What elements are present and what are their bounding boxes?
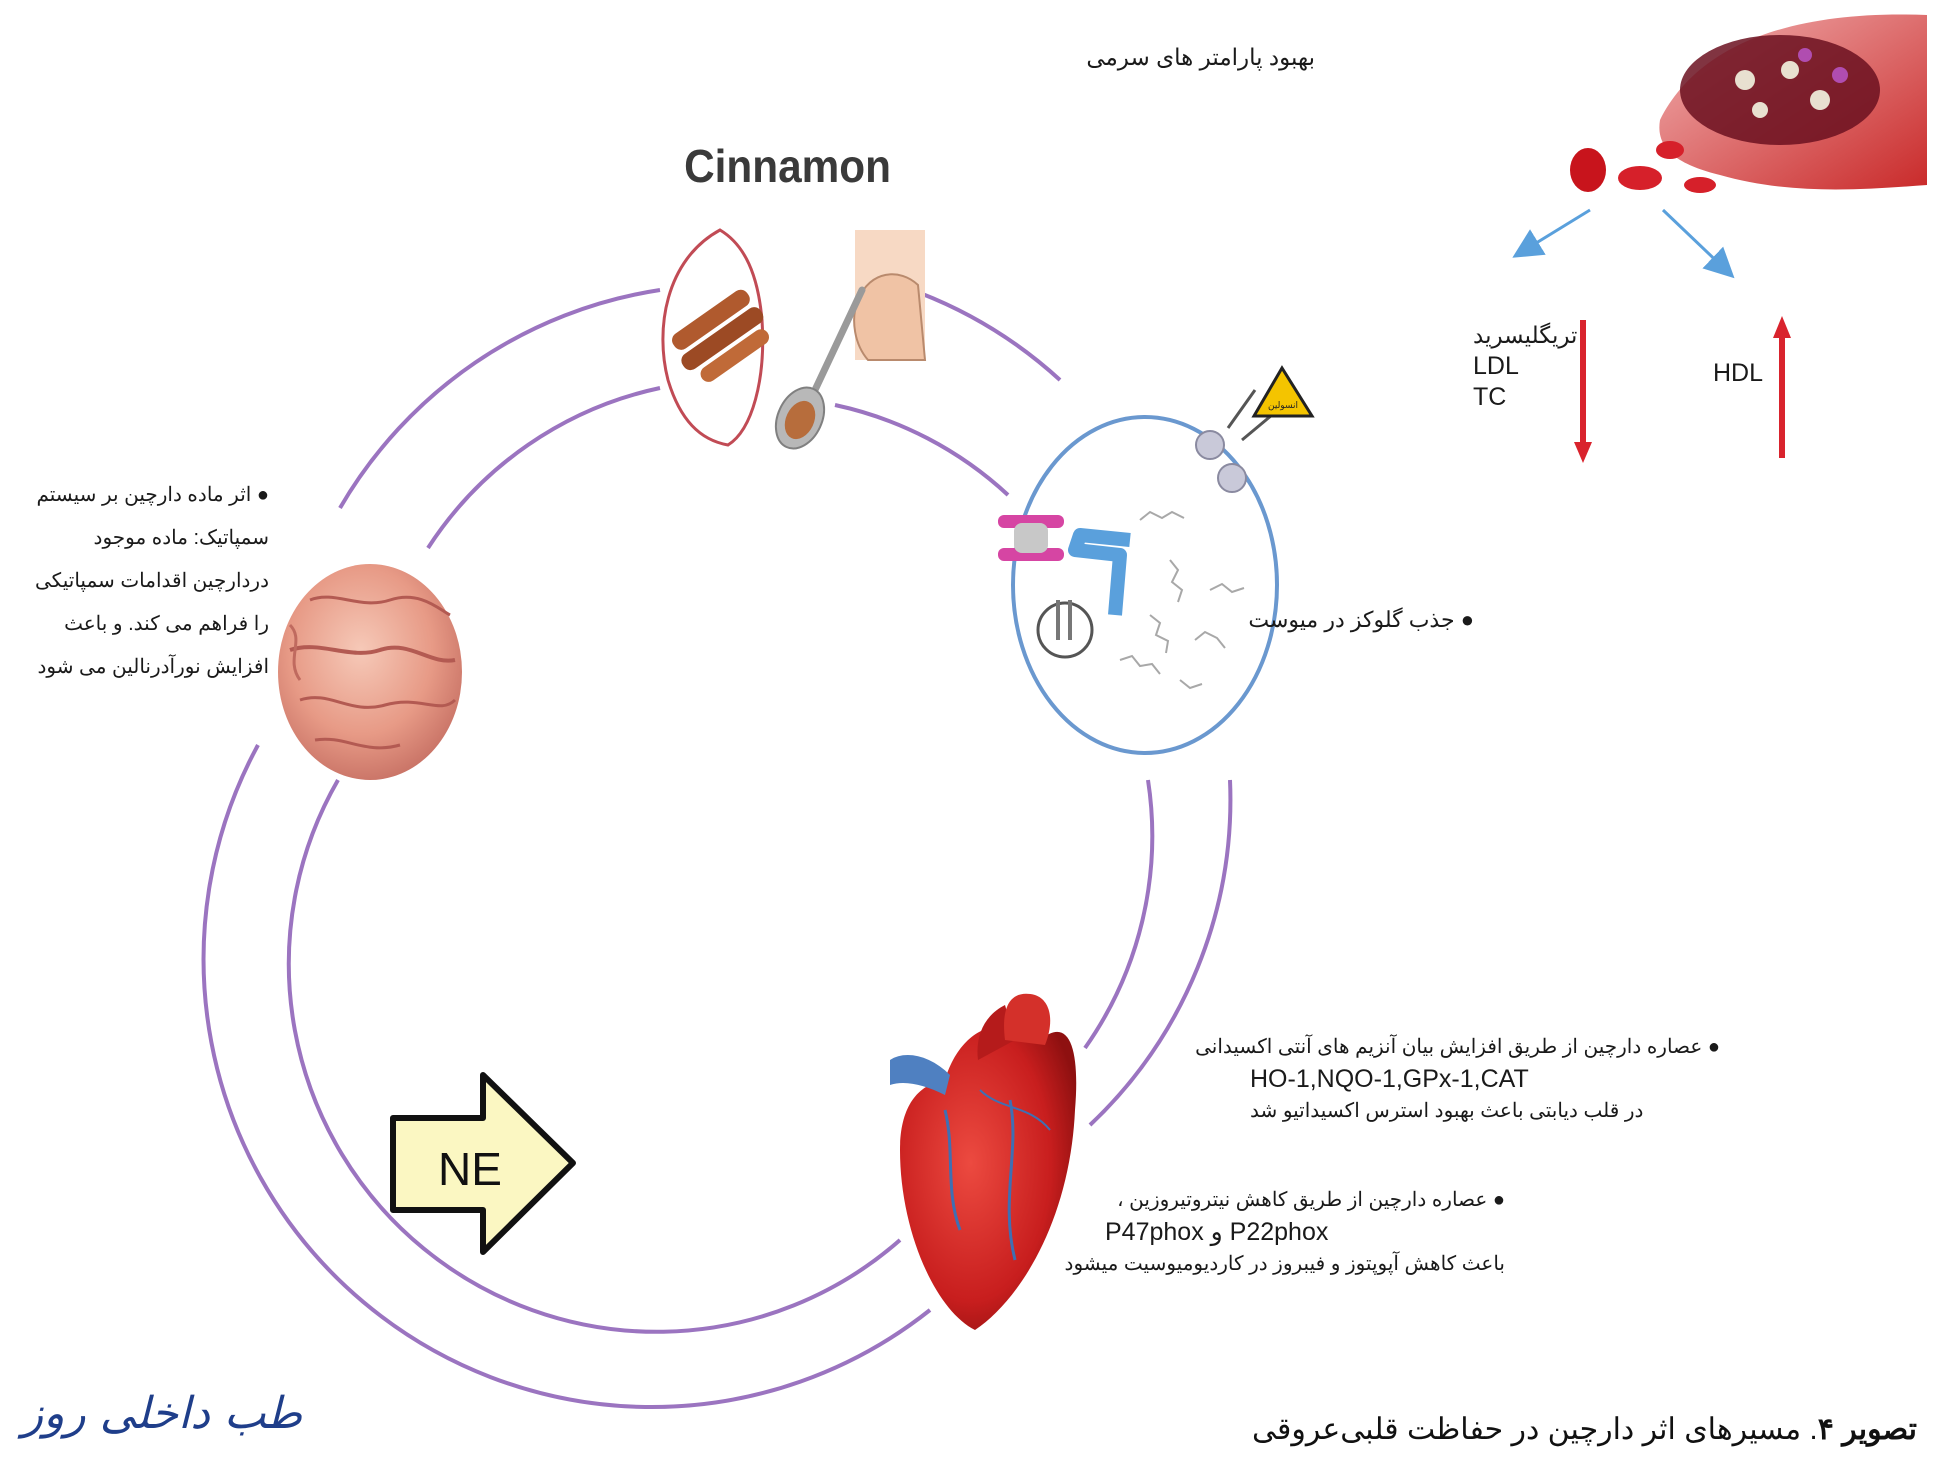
heart-icon: [890, 993, 1077, 1330]
ne-arrow-label: NE: [438, 1143, 502, 1195]
lipid-triglyceride: تریگلیسرید: [1473, 322, 1578, 348]
brand-logo: طب داخلی روز: [22, 1388, 303, 1439]
warning-triangle-icon: انسولین: [1251, 365, 1315, 418]
blood-vessel-icon: [1570, 14, 1927, 193]
lipid-hdl: HDL: [1713, 359, 1764, 387]
antioxidant-line-1: عصاره دارچین از طریق افزایش بیان آنزیم ه…: [1195, 1036, 1703, 1058]
sympathetic-line-3: دردارچین اقدامات سمپاتیکی: [35, 570, 269, 592]
cinnamon-sticks-icon: [661, 228, 769, 447]
glucose-uptake-text: جذب گلوکز در میوست: [1248, 607, 1455, 632]
antioxidant-line-3: در قلب دیابتی باعث بهبود استرس اکسیداتیو…: [1250, 1100, 1644, 1122]
sympathetic-line-2: سمپاتیک: ماده موجود: [93, 527, 269, 549]
bullet-icon: ●: [256, 484, 269, 506]
serum-split-arrows: [1512, 208, 1735, 279]
lipids-down-list: تریگلیسرید LDL TC: [1473, 320, 1577, 413]
glucose-uptake-note: ● جذب گلوکز در میوست: [1248, 598, 1474, 641]
lipid-tc: TC: [1473, 383, 1507, 411]
myocyte-cell-icon: [998, 389, 1279, 755]
cinnamon-title: Cinnamon: [684, 141, 891, 192]
insulin-tag: انسولین: [1268, 401, 1298, 411]
nitrotyrosine-note: ● عصاره دارچین از طریق کاهش نیتروتیروزین…: [1064, 1183, 1505, 1281]
sympathetic-line-1: اثر ماده دارچین بر سیستم: [36, 484, 252, 506]
nitro-enzymes: P22phox و P47phox: [1105, 1218, 1329, 1246]
bullet-icon: ●: [1707, 1036, 1720, 1058]
spoon-hand-icon: [774, 230, 927, 450]
nitro-line-3: باعث کاهش آپوپتوز و فیبروز در کاردیومیوس…: [1064, 1253, 1505, 1275]
lipid-ldl: LDL: [1473, 352, 1519, 380]
antioxidant-note: ● عصاره دارچین از طریق افزایش بیان آنزیم…: [1195, 1030, 1720, 1128]
brain-icon: [278, 564, 462, 780]
figure-caption: تصویر ۴. مسیرهای اثر دارچین در حفاظت قلب…: [1252, 1412, 1917, 1447]
cycle-rings: [201, 288, 1233, 1410]
bullet-icon: ●: [1460, 607, 1474, 632]
figure-caption-text: . مسیرهای اثر دارچین در حفاظت قلبی‌عروقی: [1252, 1413, 1818, 1446]
nitro-line-1: عصاره دارچین از طریق کاهش نیتروتیروزین ،: [1117, 1189, 1488, 1211]
serum-title: بهبود پارامتر های سرمی: [1086, 44, 1315, 70]
figure-caption-label: تصویر ۴: [1817, 1413, 1917, 1446]
sympathetic-line-4: را فراهم می کند. و باعث: [64, 613, 269, 635]
bullet-icon: ●: [1492, 1189, 1505, 1211]
ne-arrow-icon: NE: [390, 1072, 576, 1255]
sympathetic-line-5: افزایش نورآدرنالین می شود: [37, 656, 269, 678]
lipid-change-arrows: [1574, 316, 1791, 463]
sympathetic-note: ● اثر ماده دارچین بر سیستم سمپاتیک: ماده…: [35, 474, 269, 689]
antioxidant-enzymes: HO-1,NQO-1,GPx-1,CAT: [1250, 1065, 1529, 1093]
